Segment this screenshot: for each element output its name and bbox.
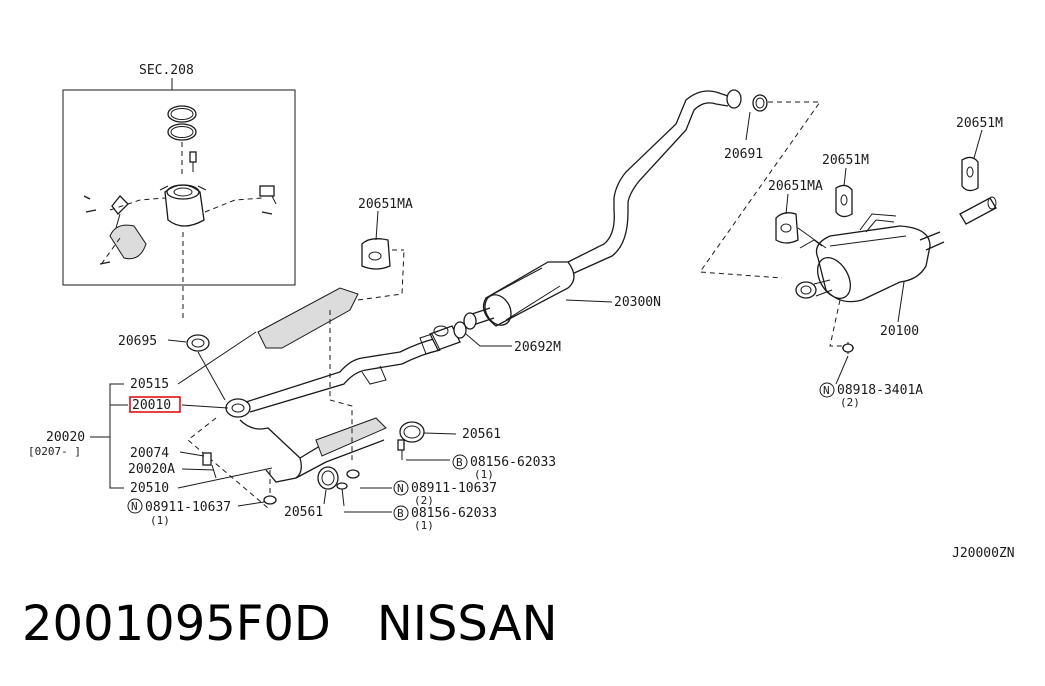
callout-20300N: 20300N [614,295,661,310]
callout-20074: 20074 [130,446,169,461]
callout-20691: 20691 [724,147,763,162]
callout-20651M-top: 20651M [956,116,1003,131]
callout-20020A: 20020A [128,462,175,477]
callout-20100: 20100 [880,324,919,339]
callout-20515: 20515 [130,377,169,392]
callout-labels: 20695 20515 20010 20020 [0207- ] 20074 2… [28,116,1015,561]
callout-08156-a-qty: (1) [474,468,494,481]
callout-20020: 20020 [46,430,85,445]
hanger-20651M-top [961,156,979,192]
callout-20010: 20010 [132,398,171,413]
callout-08911-left-qty: (1) [150,514,170,527]
center-muffler [453,89,742,347]
callout-20020-date: [0207- ] [28,445,81,458]
catalyst-inset: SEC.208 [62,63,296,320]
b-prefix-b: B [397,507,404,520]
callout-08156-b: 08156-62033 [411,506,497,521]
brand-name: NISSAN [376,596,558,652]
callout-08918: 08918-3401A [837,383,923,398]
part-number: 2001095F0D [22,596,331,652]
callout-20510: 20510 [130,481,169,496]
n-prefix-left: N [131,500,138,513]
callout-08156-a: 08156-62033 [470,455,556,470]
callout-08911-left: 08911-10637 [145,500,231,515]
hanger-20651MA-left [361,238,404,270]
b-prefix-a: B [456,456,463,469]
callout-08911-right: 08911-10637 [411,481,497,496]
callout-20651MA-right: 20651MA [768,179,823,194]
callout-20561-right: 20561 [462,427,501,442]
leader-lines [90,129,983,513]
rear-muffler [795,196,997,354]
highlight-box-20010 [129,396,181,413]
callout-20651M-mid: 20651M [822,153,869,168]
callout-20561-bottom: 20561 [284,505,323,520]
footer-caption: 2001095F0D NISSAN [22,596,558,652]
section-ref-label: SEC.208 [139,63,194,78]
callout-20651MA-left: 20651MA [358,197,413,212]
n-prefix-right: N [397,482,404,495]
clamp-20561 [317,421,425,490]
hanger-20651MA-right [775,212,827,249]
callout-20695: 20695 [118,334,157,349]
callout-08911-right-qty: (2) [414,494,434,507]
hanger-20651M-mid [835,184,853,218]
callout-20692M: 20692M [514,340,561,355]
callout-08156-b-qty: (1) [414,519,434,532]
front-pipe-assembly [186,249,461,509]
callout-08918-qty: (2) [840,396,860,409]
gasket-20691 [699,94,821,279]
n-prefix-08918: N [823,384,830,397]
drawing-code: J20000ZN [952,546,1015,561]
